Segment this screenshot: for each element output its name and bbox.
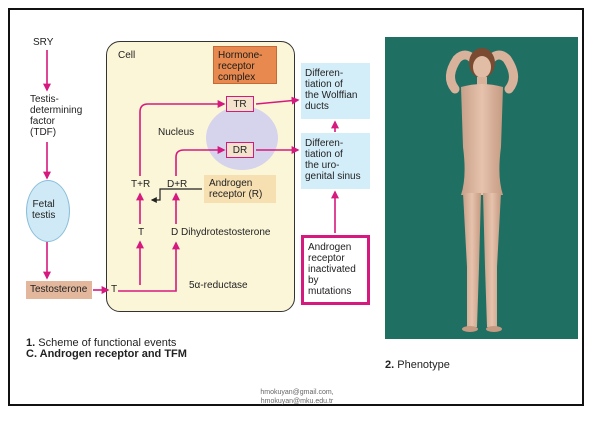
arrow-tr-to-wolffian — [256, 100, 298, 104]
phenotype-figure-illustration — [385, 37, 578, 339]
footer-email-2: hmokuyan@mku.edu.tr — [0, 397, 594, 406]
phenotype-caption: 2. Phenotype — [385, 349, 450, 371]
arrow-tr-complex-to-tr — [140, 104, 224, 176]
arrow-dr-complex-to-dr — [176, 150, 224, 176]
figure-title: C. Androgen receptor and TFM — [26, 349, 187, 360]
phenotype-photo — [385, 37, 578, 339]
arrow-t-to-reductase — [118, 243, 176, 291]
footer-email-1: hmokuyan@gmail.com, — [0, 388, 594, 397]
arrow-receptor-to-complex — [152, 189, 202, 200]
scheme-caption: 1. Scheme of functional events — [26, 327, 176, 349]
